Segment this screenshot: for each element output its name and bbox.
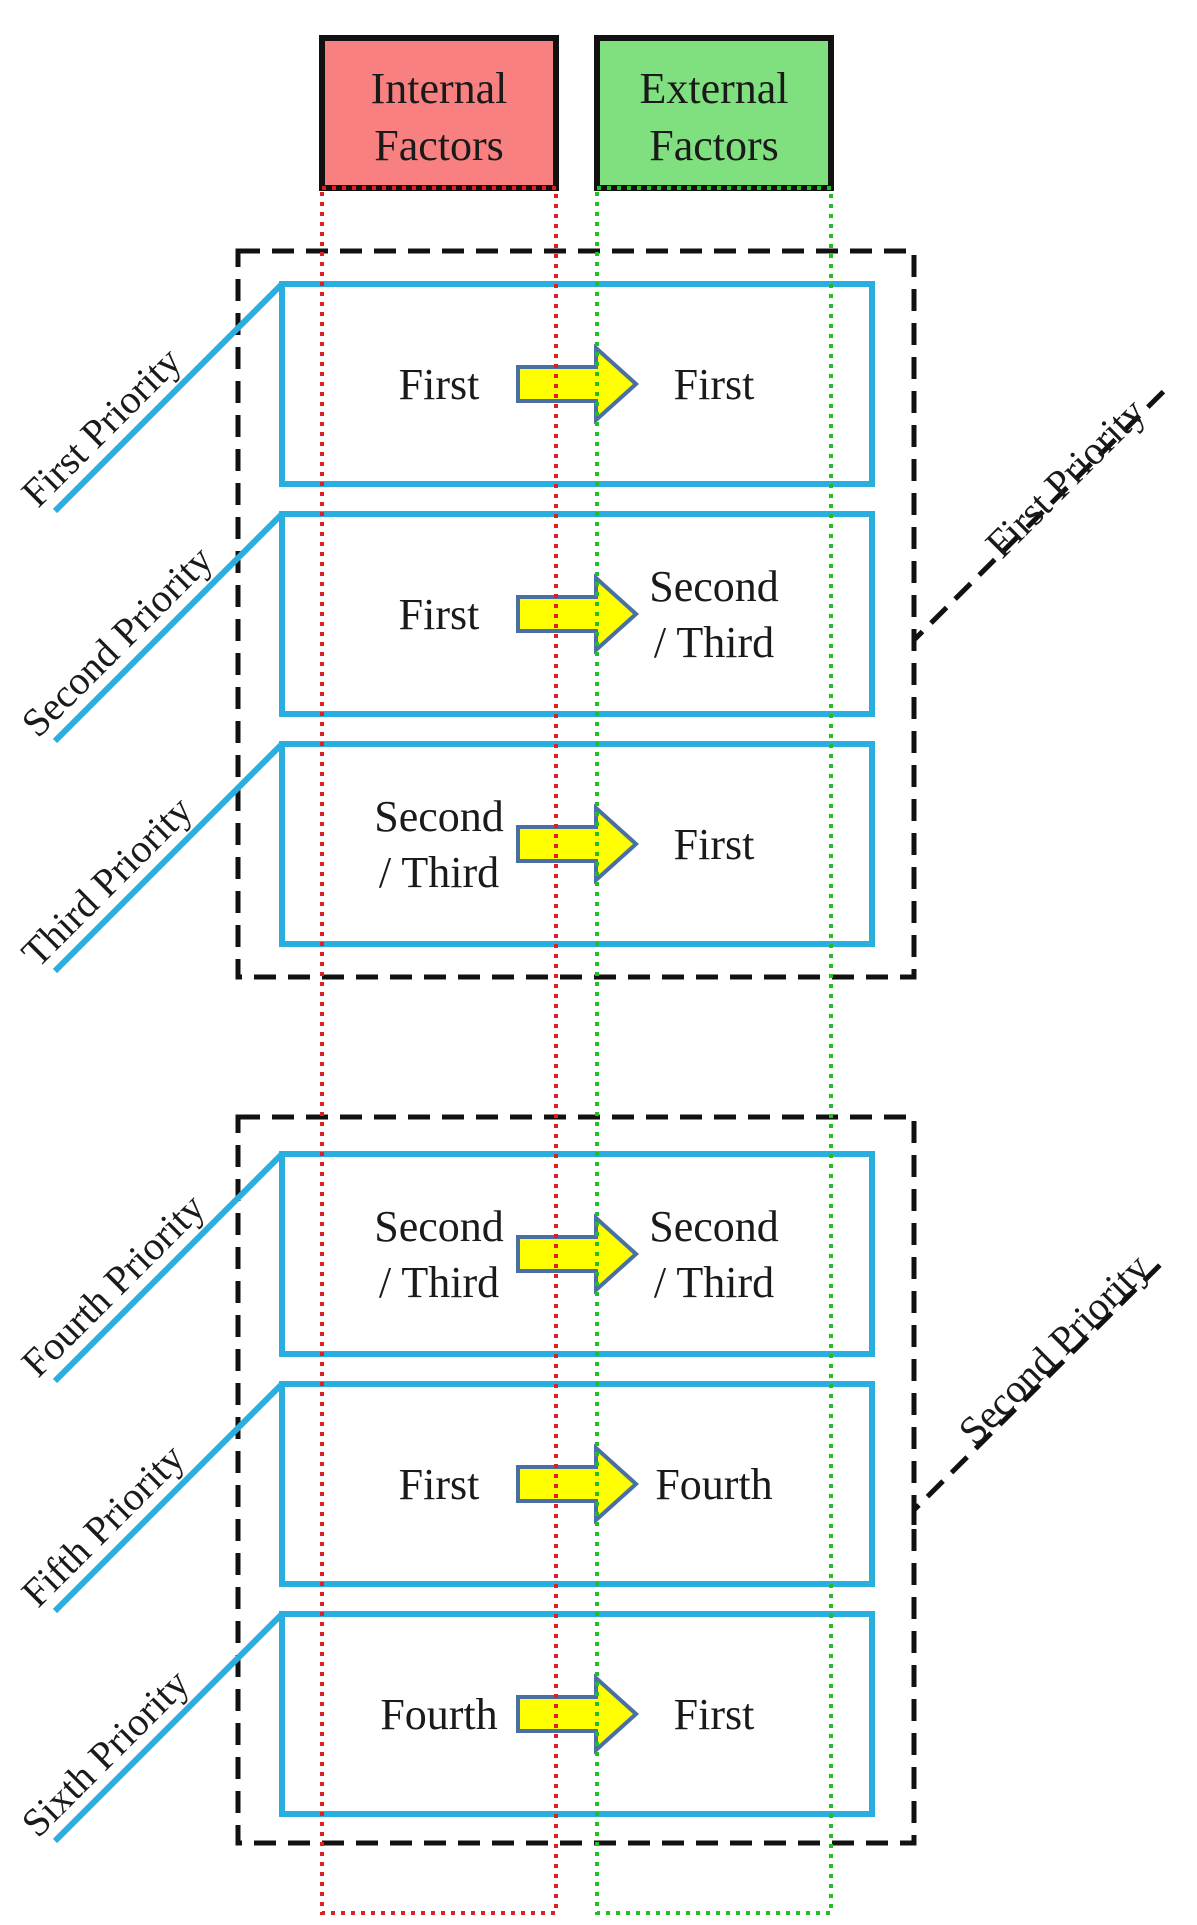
group-label-first: First Priority — [911, 388, 1167, 650]
internal-value-second-priority: First — [399, 590, 480, 639]
row-box-third-priority — [279, 741, 875, 947]
internal-value-fifth-priority: First — [399, 1460, 480, 1509]
external-value-fifth-priority: Fourth — [655, 1460, 772, 1509]
arrow-right-icon — [516, 803, 639, 885]
internal-value-third-priority-line2: / Third — [379, 848, 499, 897]
external-value-sixth-priority: First — [674, 1690, 755, 1739]
group-box-second — [235, 1114, 917, 1846]
priority-leader-fifth-priority — [52, 1381, 285, 1614]
external-value-fourth-priority-line2: / Third — [654, 1258, 774, 1307]
external-header-line1: External — [639, 64, 788, 113]
priority-leader-first-priority — [52, 281, 285, 514]
internal-factors-header: Internal Factors — [319, 35, 559, 191]
arrow-right-icon — [516, 343, 639, 425]
priority-leader-third-priority — [52, 741, 285, 974]
group-box-first — [235, 248, 917, 980]
internal-column-dotted-outline — [320, 186, 558, 1915]
row-box-fourth-priority — [279, 1151, 875, 1357]
row-box-first-priority — [279, 281, 875, 487]
external-factors-box — [594, 35, 834, 191]
external-header-line2: Factors — [649, 121, 779, 170]
priority-leader-sixth-priority — [52, 1611, 285, 1844]
arrow-right-icon — [516, 1673, 639, 1755]
group-label-first-text: First Priority — [977, 389, 1154, 566]
external-factors-header: External Factors — [594, 35, 834, 191]
row-box-fifth-priority — [279, 1381, 875, 1587]
external-value-first-priority: First — [674, 360, 755, 409]
arrow-right-icon — [516, 573, 639, 655]
priority-label-second-priority: Second Priority — [13, 537, 222, 746]
external-value-second-priority-line2: / Third — [654, 618, 774, 667]
external-value-second-priority-line1: Second — [649, 562, 779, 611]
internal-value-third-priority-line1: Second — [374, 792, 504, 841]
group-leader-second — [911, 1258, 1167, 1525]
internal-value-sixth-priority: Fourth — [380, 1690, 497, 1739]
priority-leader-fourth-priority — [52, 1151, 285, 1384]
external-value-fourth-priority-line1: Second — [649, 1202, 779, 1251]
group-leader-first — [911, 388, 1167, 650]
internal-header-line1: Internal — [371, 64, 508, 113]
internal-factors-box — [319, 35, 559, 191]
external-value-third-priority: First — [674, 820, 755, 869]
external-column-dotted-outline — [595, 186, 833, 1915]
internal-value-fourth-priority-line2: / Third — [379, 1258, 499, 1307]
row-box-second-priority — [279, 511, 875, 717]
row-box-sixth-priority — [279, 1611, 875, 1817]
priority-label-first-priority: First Priority — [13, 338, 190, 515]
internal-header-line2: Factors — [374, 121, 504, 170]
priority-leader-second-priority — [52, 511, 285, 744]
priority-label-fifth-priority: Fifth Priority — [13, 1435, 193, 1615]
internal-value-first-priority: First — [399, 360, 480, 409]
priority-label-sixth-priority: Sixth Priority — [13, 1660, 198, 1845]
arrow-right-icon — [516, 1443, 639, 1525]
group-label-second-text: Second Priority — [950, 1245, 1159, 1454]
priority-label-third-priority: Third Priority — [13, 787, 201, 975]
internal-value-fourth-priority-line1: Second — [374, 1202, 504, 1251]
priority-label-fourth-priority: Fourth Priority — [13, 1185, 214, 1386]
group-label-second: Second Priority — [911, 1245, 1167, 1525]
arrow-right-icon — [516, 1213, 639, 1295]
